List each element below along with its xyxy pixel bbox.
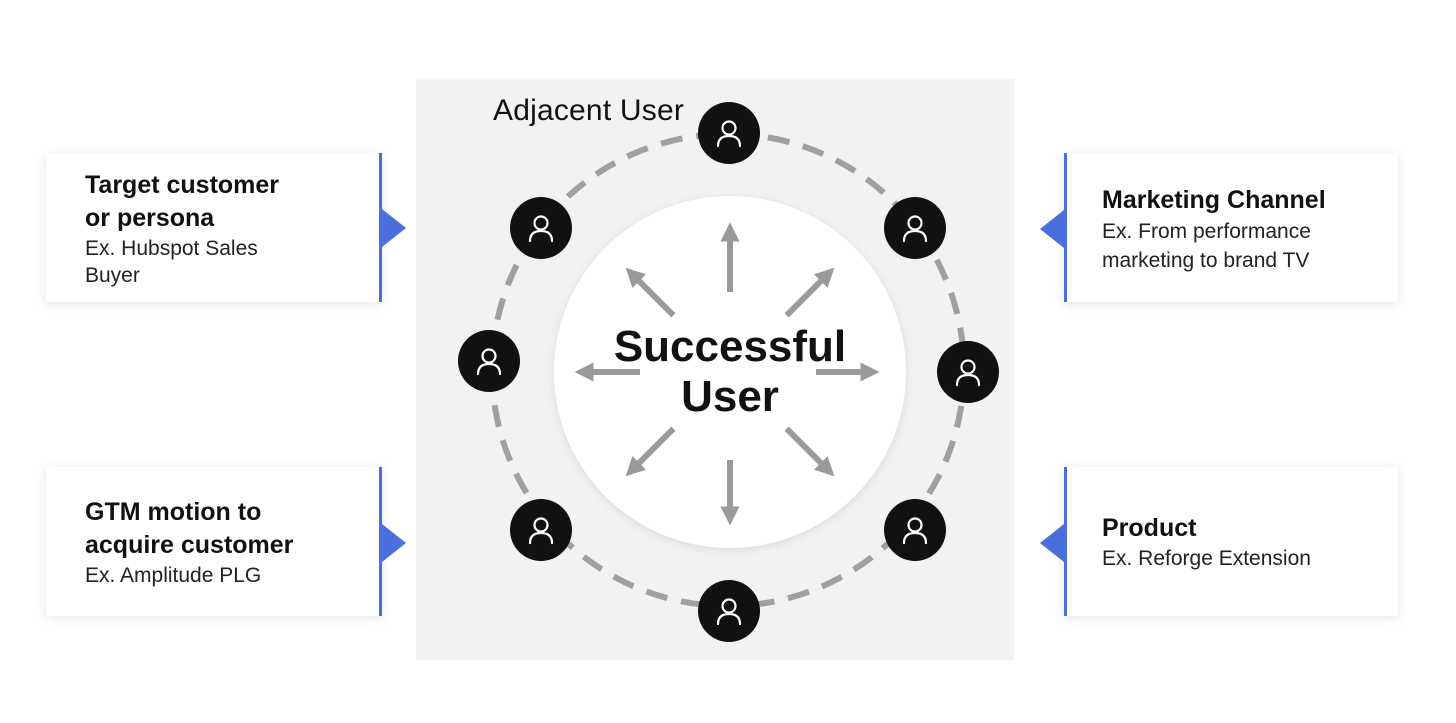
center-title-line1: Successful bbox=[613, 322, 847, 371]
card-title-line2: acquire customer bbox=[85, 531, 294, 559]
user-icon bbox=[937, 341, 999, 403]
card-sub-line1: Ex. Reforge Extension bbox=[1102, 547, 1311, 570]
user-icon bbox=[510, 499, 572, 561]
user-icon bbox=[698, 102, 760, 164]
card-pointer bbox=[1040, 210, 1064, 248]
card-sub-line1: Ex. Amplitude PLG bbox=[85, 564, 262, 587]
card-title-line1: Product bbox=[1102, 514, 1197, 542]
card-text: GTM motion to acquire customer Ex. Ampli… bbox=[85, 496, 293, 589]
card-accent-bar bbox=[1064, 467, 1067, 616]
card-title-line1: Marketing Channel bbox=[1102, 186, 1326, 214]
card-text: Target customer or persona Ex. Hubspot S… bbox=[85, 169, 279, 289]
arrow-down-right bbox=[784, 426, 835, 477]
card-sub-line1: Ex. Hubspot Sales bbox=[85, 237, 258, 260]
arrow-up-left bbox=[625, 267, 676, 318]
card-title-line1: Target customer bbox=[85, 171, 280, 199]
card-title-line2: or persona bbox=[85, 204, 215, 232]
user-icon bbox=[884, 197, 946, 259]
card-sub-line2: Buyer bbox=[85, 264, 140, 287]
card-sub-line2: marketing to brand TV bbox=[1102, 249, 1310, 272]
arrow-up-right bbox=[784, 267, 835, 318]
user-icon bbox=[510, 197, 572, 259]
card-target-customer: Target customer or persona Ex. Hubspot S… bbox=[46, 153, 406, 302]
adjacent-user-label: Adjacent User bbox=[493, 94, 685, 127]
center-title-line2: User bbox=[681, 372, 779, 421]
card-pointer bbox=[382, 524, 406, 562]
card-text: Product Ex. Reforge Extension bbox=[1102, 512, 1311, 572]
user-icon bbox=[458, 330, 520, 392]
card-pointer bbox=[1040, 524, 1064, 562]
user-icon bbox=[698, 580, 760, 642]
successful-user-title: Successful User bbox=[555, 322, 905, 422]
card-product: Product Ex. Reforge Extension bbox=[1040, 467, 1398, 616]
arrow-down-left bbox=[625, 426, 676, 477]
card-pointer bbox=[382, 209, 406, 247]
outward-arrows bbox=[574, 222, 880, 526]
card-gtm-motion: GTM motion to acquire customer Ex. Ampli… bbox=[46, 467, 406, 616]
card-accent-bar bbox=[379, 467, 382, 616]
card-marketing-channel: Marketing Channel Ex. From performance m… bbox=[1040, 153, 1398, 302]
user-icon bbox=[884, 499, 946, 561]
card-accent-bar bbox=[379, 153, 382, 302]
card-title-line1: GTM motion to bbox=[85, 498, 262, 526]
card-sub-line1: Ex. From performance bbox=[1102, 220, 1311, 243]
card-text: Marketing Channel Ex. From performance m… bbox=[1102, 184, 1326, 275]
user-nodes bbox=[458, 102, 999, 642]
card-accent-bar bbox=[1064, 153, 1067, 302]
